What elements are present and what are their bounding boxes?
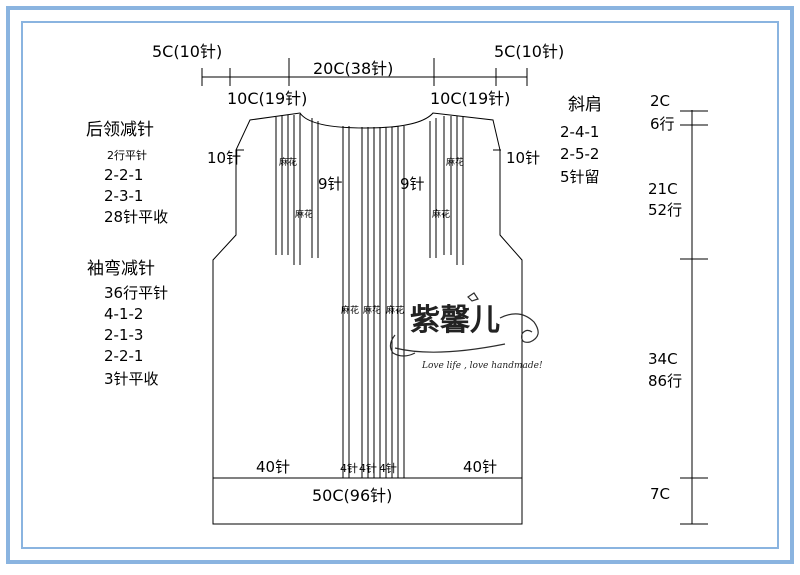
dim-seg3-cm: 34C (648, 350, 678, 368)
armhole-step: 36行平针 (104, 284, 168, 302)
back-neck-title: 后领减针 (86, 120, 154, 140)
cable-label: 麻花 (386, 304, 404, 316)
bottom-center-stitches: 4针 (340, 461, 358, 475)
shoulder-slope-title: 斜肩 (568, 95, 602, 115)
bottom-center-stitches: 4针 (359, 461, 377, 475)
shoulder-slope-step: 2-4-1 (560, 123, 599, 141)
dim-seg1-cm: 2C (650, 92, 670, 110)
armhole-step: 2-1-3 (104, 326, 143, 344)
right-neck-dim: 10C(19针) (430, 89, 510, 108)
cable-label: 麻花 (446, 156, 464, 168)
armhole-step: 3针平收 (104, 370, 159, 388)
back-neck-step: 28针平收 (104, 208, 168, 226)
cable-label: 麻花 (295, 208, 313, 220)
inner-border (21, 21, 779, 549)
back-neck-step: 2-3-1 (104, 187, 143, 205)
left-shoulder-dim: 5C(10针) (152, 42, 222, 61)
armhole-step: 2-2-1 (104, 347, 143, 365)
outer-border (6, 6, 794, 564)
dim-seg4-cm: 7C (650, 485, 670, 503)
right-shoulder-dim: 5C(10针) (494, 42, 564, 61)
cable-label: 麻花 (363, 304, 381, 316)
dim-seg2-cm: 21C (648, 180, 678, 198)
cable-label: 麻花 (432, 208, 450, 220)
armhole-step: 4-1-2 (104, 305, 143, 323)
right-inner-stitches: 9针 (400, 175, 425, 193)
back-neck-step: 2行平针 (107, 148, 147, 162)
left-neck-dim: 10C(19针) (227, 89, 307, 108)
cable-label: 麻花 (341, 304, 359, 316)
shoulder-slope-step: 2-5-2 (560, 145, 599, 163)
armhole-title: 袖弯减针 (87, 259, 155, 279)
dim-seg2-rows: 52行 (648, 201, 682, 219)
watermark-logo-text: 紫馨儿 (410, 303, 500, 338)
right-edge-stitches: 10针 (506, 149, 540, 167)
left-inner-stitches: 9针 (318, 175, 343, 193)
bottom-right-stitches: 40针 (463, 458, 497, 476)
bottom-center-stitches: 4针 (379, 461, 397, 475)
left-edge-stitches: 10针 (207, 149, 241, 167)
watermark-tagline: Love life , love handmade! (421, 361, 543, 371)
dim-seg1-rows: 6行 (650, 115, 675, 133)
center-width-dim: 20C(38针) (313, 59, 393, 78)
shoulder-slope-step: 5针留 (560, 168, 600, 186)
dim-seg3-rows: 86行 (648, 372, 682, 390)
watermark-logo: 紫馨儿 Love life , love handmade! (389, 292, 543, 371)
vest-outline (212, 112, 523, 525)
cable-label: 麻花 (279, 156, 297, 168)
hem-dimension: 50C(96针) (312, 486, 392, 505)
back-neck-step: 2-2-1 (104, 166, 143, 184)
bottom-left-stitches: 40针 (256, 458, 290, 476)
